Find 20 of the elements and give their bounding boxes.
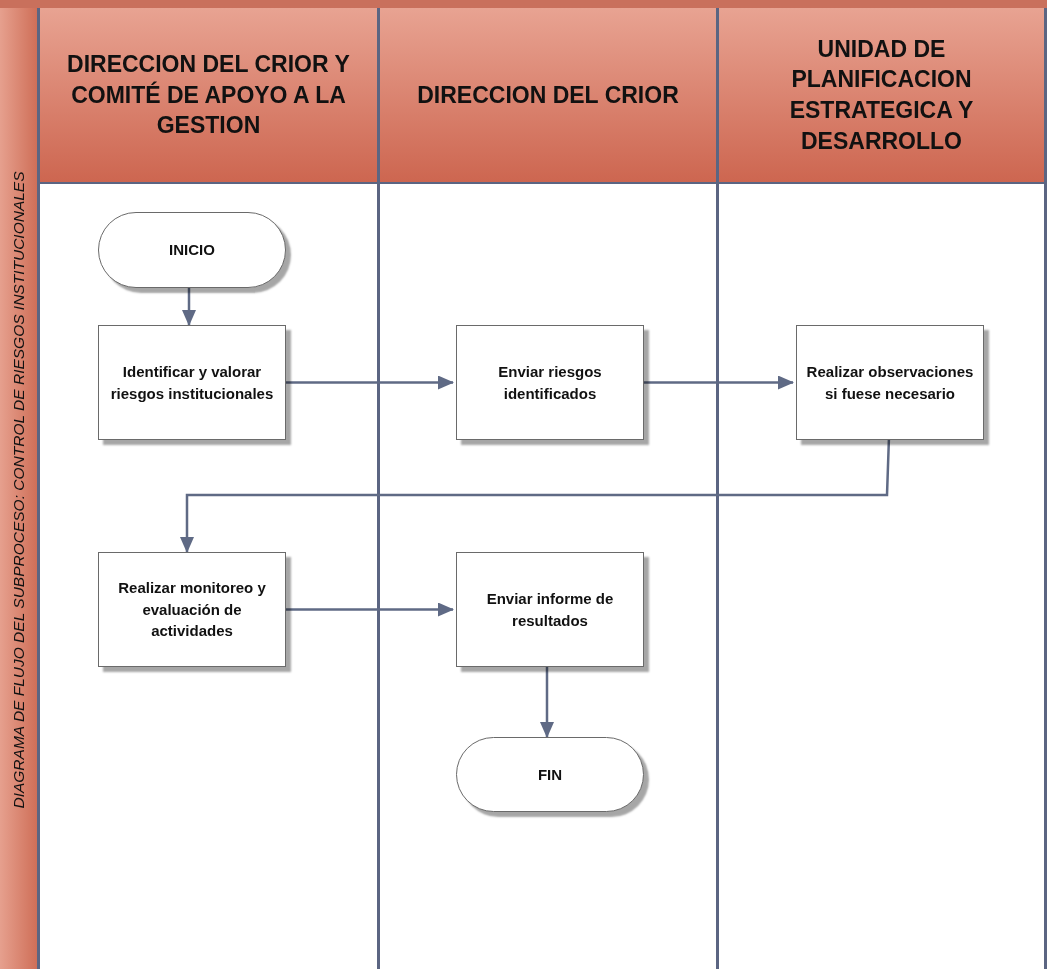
process-box: Realizar observaciones si fuese necesario — [796, 325, 984, 440]
lane-header: DIRECCION DEL CRIOR — [380, 8, 716, 184]
process-box: Realizar monitoreo y evaluación de actividades — [98, 552, 286, 667]
arrow — [180, 439, 891, 553]
lane-header: DIRECCION DEL CRIOR Y COMITÉ DE APOYO A LA GESTION — [40, 8, 377, 184]
swimlane — [37, 8, 380, 969]
process-box: Enviar informe de resultados — [456, 552, 644, 667]
arrow — [641, 375, 794, 390]
process-box: Enviar riesgos identificados — [456, 325, 644, 440]
lane-header: UNIDAD DE PLANIFICACION ESTRATEGICA Y DESARROLLO — [719, 8, 1044, 184]
swimlane — [377, 8, 719, 969]
arrow — [283, 602, 454, 617]
process-box: Identificar y valorar riesgos institucionales — [98, 325, 286, 440]
swimlane — [716, 8, 1047, 969]
arrow — [182, 288, 196, 326]
arrow — [283, 375, 454, 390]
pool-title: DIAGRAMA DE FLUJO DEL SUBPROCESO: CONTROL DE RIESGOS INSTITUCIONALES — [9, 171, 28, 809]
arrow — [540, 667, 554, 738]
terminator: FIN — [456, 737, 644, 812]
terminator: INICIO — [98, 212, 286, 288]
